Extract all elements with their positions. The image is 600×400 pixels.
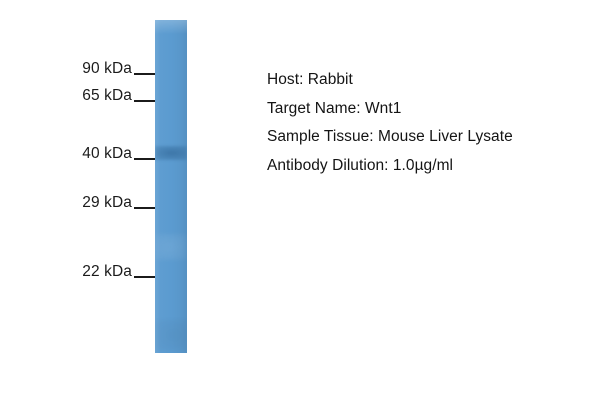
blot-lane [155, 20, 187, 353]
ladder-label-90: 90 kDa [82, 60, 132, 77]
ladder-marker-22: 22 kDa [0, 258, 155, 280]
lane-shading [155, 20, 187, 353]
detail-host: Host: Rabbit [267, 71, 353, 88]
ladder-tick-icon-29 [134, 207, 155, 209]
ladder-marker-40: 40 kDa [0, 140, 155, 162]
ladder-label-22: 22 kDa [82, 263, 132, 280]
detail-sample-tissue: Sample Tissue: Mouse Liver Lysate [267, 128, 513, 145]
wnt1-band [155, 146, 187, 160]
ladder-marker-65: 65 kDa [0, 82, 155, 104]
experiment-details: Host: Rabbit Target Name: Wnt1 Sample Ti… [267, 66, 567, 180]
ladder-tick-icon-22 [134, 276, 155, 278]
detail-antibody-dilution: Antibody Dilution: 1.0µg/ml [267, 156, 454, 174]
ladder-marker-90: 90 kDa [0, 55, 155, 77]
molecular-weight-ladder: 90 kDa 65 kDa 40 kDa 29 kDa 22 kDa [0, 0, 155, 400]
ladder-tick-icon-90 [134, 73, 155, 75]
ladder-label-29: 29 kDa [82, 194, 132, 211]
lane-mottle-lower [155, 320, 187, 350]
ladder-tick-icon-65 [134, 100, 155, 102]
ladder-label-65: 65 kDa [82, 87, 132, 104]
lane-mottle-upper [155, 234, 187, 260]
lane-top-wash [155, 20, 187, 34]
ladder-tick-icon-40 [134, 158, 155, 160]
ladder-marker-29: 29 kDa [0, 189, 155, 211]
detail-target-name: Target Name: Wnt1 [267, 99, 402, 117]
ladder-label-40: 40 kDa [82, 145, 132, 162]
